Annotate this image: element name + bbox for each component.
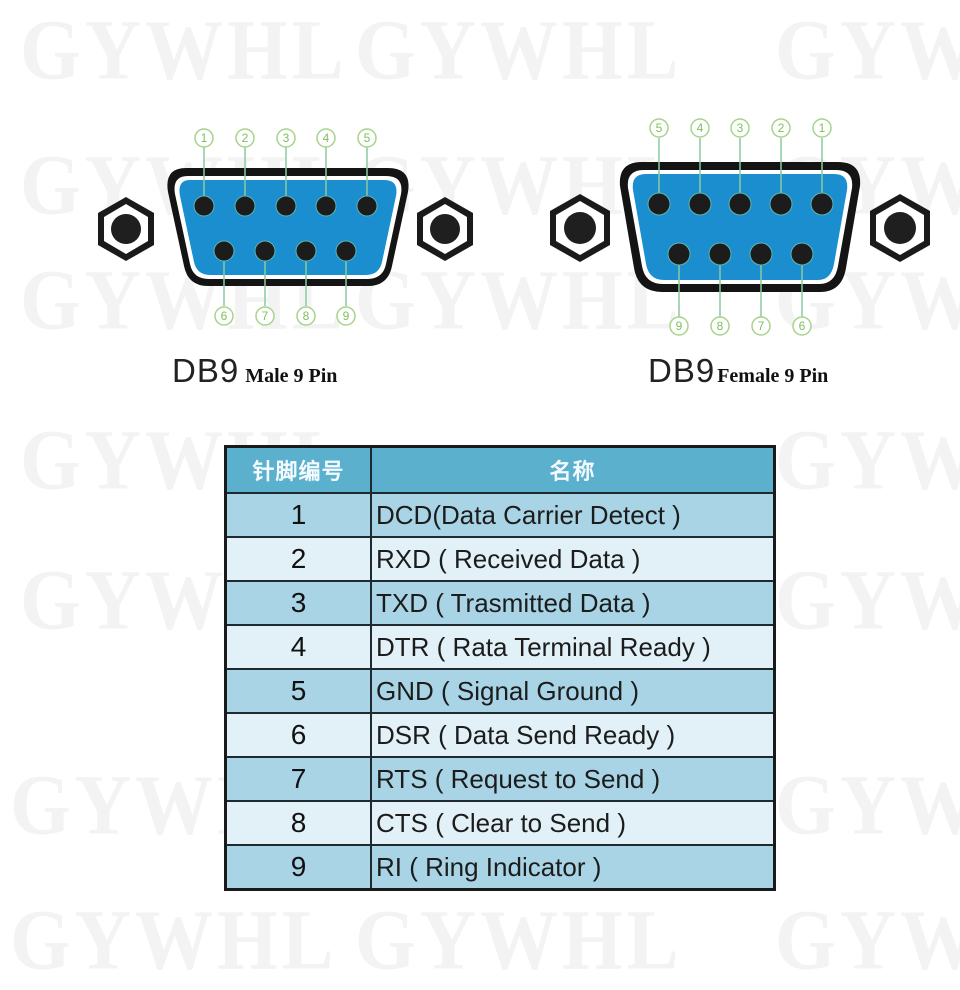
pin-name: DCD(Data Carrier Detect ) <box>370 492 776 538</box>
watermark: GYWHL <box>775 411 960 508</box>
caption-db9: DB9 <box>172 352 240 389</box>
table-row: 2 RXD ( Received Data ) <box>224 536 776 582</box>
pin-label: 9 <box>676 319 683 333</box>
table-row: 6 DSR ( Data Send Ready ) <box>224 712 776 758</box>
pin-label: 5 <box>656 121 663 135</box>
caption-type: Female 9 Pin <box>717 365 829 387</box>
pin-name: GND ( Signal Ground ) <box>370 668 776 714</box>
pin-name: TXD ( Trasmitted Data ) <box>370 580 776 626</box>
pin-label: 9 <box>343 309 350 323</box>
male-connector-caption: DB9 Male 9 Pin <box>172 352 337 390</box>
pin-label: 2 <box>242 131 249 145</box>
caption-db9: DB9 <box>648 352 716 389</box>
hex-nut-icon <box>98 197 154 261</box>
watermark: GYWHL <box>775 756 960 853</box>
pin-label: 4 <box>697 121 704 135</box>
watermark: GYWHL <box>355 251 683 348</box>
table-header-row: 针脚编号 名称 <box>224 445 776 494</box>
table-row: 8 CTS ( Clear to Send ) <box>224 800 776 846</box>
db9-male-connector-diagram: 1 2 3 4 5 6 7 8 9 <box>98 128 473 326</box>
caption-type: Male 9 Pin <box>245 365 338 387</box>
pin-number: 1 <box>224 492 372 538</box>
pin-number: 2 <box>224 536 372 582</box>
table-row: 9 RI ( Ring Indicator ) <box>224 844 776 891</box>
hex-nut-icon <box>870 194 930 262</box>
pin-name: CTS ( Clear to Send ) <box>370 800 776 846</box>
pin-number: 9 <box>224 844 372 891</box>
pin-number: 6 <box>224 712 372 758</box>
watermark: GYWHL <box>10 891 338 988</box>
pin-label: 2 <box>778 121 785 135</box>
pin-name: DSR ( Data Send Ready ) <box>370 712 776 758</box>
pin-label: 3 <box>283 131 290 145</box>
header-name: 名称 <box>370 445 776 494</box>
pin-number: 5 <box>224 668 372 714</box>
pin-number: 4 <box>224 624 372 670</box>
pin-label: 7 <box>262 309 269 323</box>
pin-label: 8 <box>717 319 724 333</box>
table-row: 5 GND ( Signal Ground ) <box>224 668 776 714</box>
pin-label: 5 <box>364 131 371 145</box>
pin-number: 3 <box>224 580 372 626</box>
table-row: 7 RTS ( Request to Send ) <box>224 756 776 802</box>
watermark: GYWHL <box>775 551 960 648</box>
pin-name: RTS ( Request to Send ) <box>370 756 776 802</box>
pin-icon <box>647 192 834 266</box>
pin-label: 1 <box>201 131 208 145</box>
watermark: GYWHL <box>355 1 683 98</box>
pin-label: 4 <box>323 131 330 145</box>
pinout-table: 针脚编号 名称 1 DCD(Data Carrier Detect ) 2 RX… <box>224 445 776 891</box>
female-connector-caption: DB9 Female 9 Pin <box>648 352 828 390</box>
table-row: 4 DTR ( Rata Terminal Ready ) <box>224 624 776 670</box>
table-row: 1 DCD(Data Carrier Detect ) <box>224 492 776 538</box>
pin-icon <box>193 195 378 262</box>
pin-number: 7 <box>224 756 372 802</box>
pin-name: RXD ( Received Data ) <box>370 536 776 582</box>
pin-number: 8 <box>224 800 372 846</box>
pin-name: RI ( Ring Indicator ) <box>370 844 776 891</box>
pin-label: 6 <box>221 309 228 323</box>
watermark: GYWHL <box>20 1 348 98</box>
pin-label: 1 <box>819 121 826 135</box>
table-row: 3 TXD ( Trasmitted Data ) <box>224 580 776 626</box>
watermark: GYWHL <box>775 1 960 98</box>
hex-nut-icon <box>417 197 473 261</box>
pin-label: 6 <box>799 319 806 333</box>
header-pin-number: 针脚编号 <box>224 445 372 494</box>
watermark: GYWHL <box>355 891 683 988</box>
pin-label: 8 <box>303 309 310 323</box>
pin-label: 7 <box>758 319 765 333</box>
hex-nut-icon <box>550 194 610 262</box>
watermark: GYWHL <box>775 891 960 988</box>
pin-label: 3 <box>737 121 744 135</box>
db9-female-connector-diagram: 5 4 3 2 1 9 8 7 6 <box>550 118 930 336</box>
pin-name: DTR ( Rata Terminal Ready ) <box>370 624 776 670</box>
